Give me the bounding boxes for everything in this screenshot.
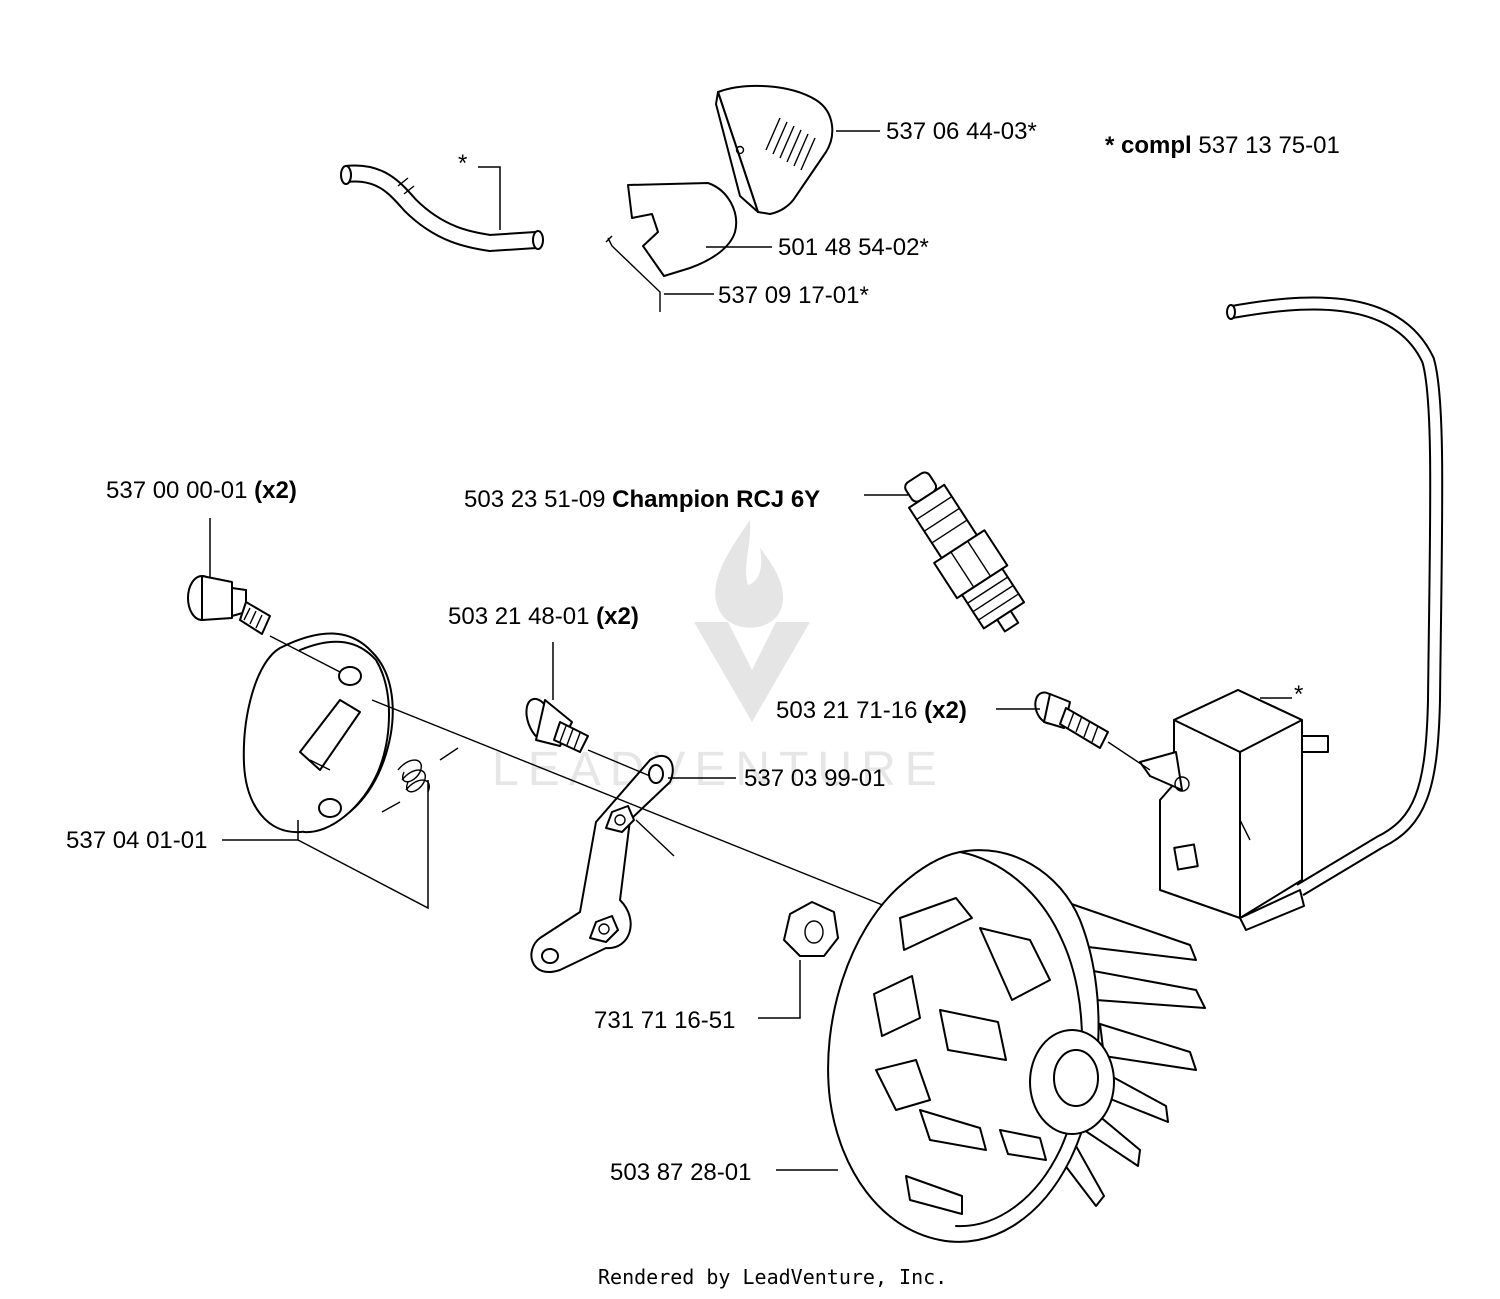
callout-spark-plug: 503 23 51-09 Champion RCJ 6Y bbox=[464, 486, 820, 513]
callout-nut: 731 71 16-51 bbox=[594, 1007, 735, 1034]
clutch-shoe bbox=[242, 632, 394, 834]
callout-cover-wire: 537 09 17-01* bbox=[718, 282, 869, 309]
flywheel bbox=[827, 849, 1206, 1243]
callout-module-screw: 503 21 71-16 (x2) bbox=[776, 697, 967, 724]
callout-cover-plate: 501 48 54-02* bbox=[778, 234, 929, 261]
flame-icon bbox=[715, 520, 784, 628]
fuel-tube bbox=[340, 164, 544, 253]
shoulder-bolt bbox=[187, 575, 271, 635]
flywheel-nut bbox=[783, 901, 839, 957]
small-screw bbox=[525, 697, 589, 753]
watermark: LEADVENTURE bbox=[492, 520, 946, 796]
link-arm bbox=[530, 754, 674, 973]
cover-cap bbox=[715, 84, 834, 215]
footer-credit: Rendered by LeadVenture, Inc. bbox=[598, 1265, 947, 1289]
watermark-text: LEADVENTURE bbox=[492, 743, 946, 796]
kit-note: * compl 537 13 75-01 bbox=[1105, 132, 1340, 159]
ignition-module bbox=[1139, 689, 1329, 931]
callout-shoulder-bolt: 537 00 00-01 (x2) bbox=[106, 477, 297, 504]
module-screw bbox=[1034, 691, 1109, 749]
clutch-spring bbox=[381, 747, 459, 813]
callout-flywheel: 503 87 28-01 bbox=[610, 1159, 751, 1186]
callout-clutch-shoe: 537 04 01-01 bbox=[66, 827, 207, 854]
callout-link-arm: 537 03 99-01 bbox=[744, 765, 885, 792]
ignition-lead bbox=[1226, 296, 1444, 897]
module-marker: * bbox=[1294, 681, 1303, 708]
callout-small-screw: 503 21 48-01 (x2) bbox=[448, 603, 639, 630]
spark-plug bbox=[904, 471, 1026, 633]
cover-plate bbox=[627, 182, 738, 277]
tube-marker: * bbox=[458, 150, 467, 177]
v-chevron-icon bbox=[694, 622, 810, 722]
wire-spring bbox=[605, 235, 661, 312]
callout-cover-cap: 537 06 44-03* bbox=[886, 118, 1037, 145]
